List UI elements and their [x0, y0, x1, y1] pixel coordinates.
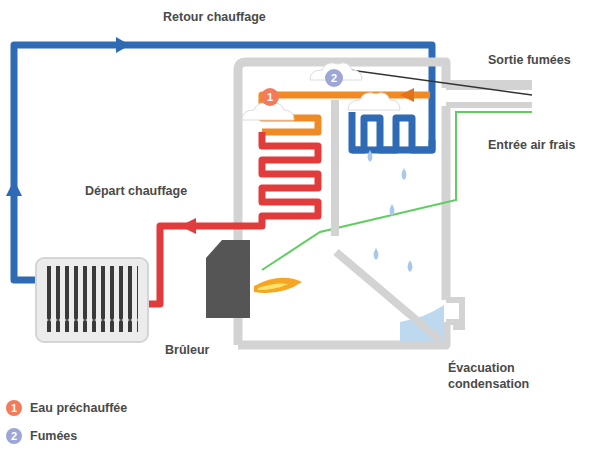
legend-text: Eau préchauffée — [30, 400, 127, 416]
outlet-label: Sortie fumées — [488, 52, 571, 68]
callout-number: 1 — [267, 92, 273, 103]
inlet-label: Entrée air frais — [488, 137, 576, 153]
callout-number: 2 — [331, 73, 337, 84]
burner-label: Brûleur — [165, 342, 209, 358]
pipe-label: Retour chauffage — [163, 9, 266, 25]
outlet-label: Évacuation condensation — [448, 360, 543, 393]
legend-number: 1 — [11, 403, 17, 414]
legend-text: Fumées — [30, 428, 77, 444]
pipe-label: Départ chauffage — [85, 183, 187, 199]
legend-number: 2 — [11, 431, 17, 442]
